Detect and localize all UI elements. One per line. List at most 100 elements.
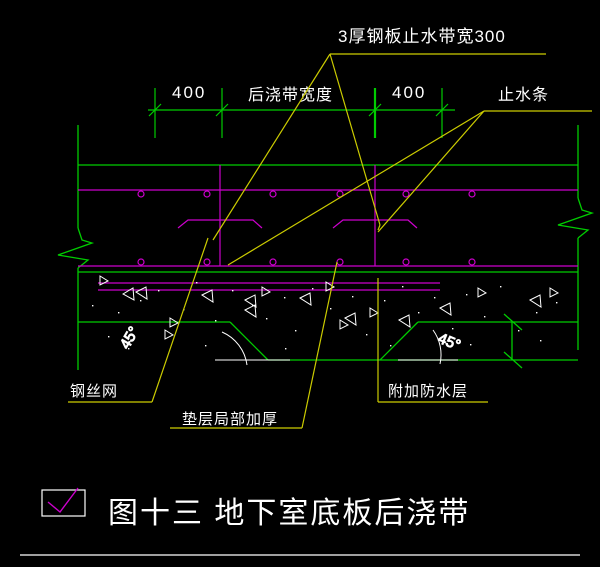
rebar-dot [402, 190, 410, 198]
hatch-triangle [528, 294, 542, 308]
speckle [470, 344, 472, 346]
figure-title: 图十三 地下室底板后浇带 [108, 497, 470, 530]
speckle [402, 286, 404, 288]
speckle [434, 297, 436, 299]
cushion-slope-right [379, 321, 419, 361]
speckle [518, 330, 520, 332]
angle-arc-right [432, 329, 442, 365]
dimension-line-group [148, 88, 455, 138]
hatch-triangle [339, 319, 350, 330]
rebar-dot [269, 190, 277, 198]
label-waterstop-strip: 止水条 [498, 86, 549, 104]
speckle [140, 300, 142, 302]
hatch-triangle [121, 287, 135, 301]
speckle [295, 330, 297, 332]
dim-slash-4 [435, 103, 449, 117]
hatch-triangle [343, 312, 357, 326]
speckle [556, 302, 558, 304]
slab-structure-group [57, 125, 595, 370]
label-cushion-thicken: 垫层局部加厚 [182, 411, 278, 428]
speckle [484, 316, 486, 318]
hatch-triangle [99, 275, 110, 286]
hatch-triangle [243, 294, 257, 308]
rebar-dot [203, 190, 211, 198]
rebar-dot [468, 258, 476, 266]
checkmark-icon [47, 487, 79, 514]
speckle [390, 345, 392, 347]
rebar-dot [468, 190, 476, 198]
rebar-dot [402, 258, 410, 266]
speckle [452, 328, 454, 330]
speckle [352, 296, 354, 298]
speckle [366, 334, 368, 336]
dim-slash-3 [368, 103, 382, 117]
chair-bar-left [177, 219, 263, 229]
speckle [284, 297, 286, 299]
break-symbol-right [557, 197, 595, 239]
label-strip-width: 后浇带宽度 [248, 86, 333, 104]
speckle [196, 282, 198, 284]
speckle [215, 320, 217, 322]
hatch-triangle [298, 292, 312, 306]
speckle [128, 348, 130, 350]
title-checkbox-box[interactable] [41, 489, 86, 517]
speckle [252, 305, 254, 307]
thickness-slash-top [503, 313, 523, 331]
angle-annotation-right: 45° [398, 329, 463, 365]
rebar-dot [137, 258, 145, 266]
hatch-triangle [325, 281, 336, 292]
speckle [312, 288, 314, 290]
leader-waterstop-plate-tip [377, 224, 381, 231]
angle-arc-left [221, 331, 248, 366]
break-symbol-left [57, 227, 95, 269]
speckle [266, 318, 268, 320]
dimension-label-left: 400 [172, 83, 206, 102]
cushion-slope-left [229, 321, 269, 361]
title-block-group: 图十三 地下室底板后浇带 [20, 487, 580, 556]
speckle [536, 312, 538, 314]
speckle [466, 294, 468, 296]
hatch-triangle [134, 286, 148, 300]
rebar-dot [269, 258, 277, 266]
leader-lines-group [68, 53, 592, 429]
label-wire-mesh: 钢丝网 [70, 383, 118, 400]
hatch-triangle [477, 287, 488, 298]
speckle [540, 340, 542, 342]
leader-wire-mesh-diag [151, 237, 209, 403]
speckle [92, 305, 94, 307]
rebar-group [78, 165, 578, 291]
angle-annotation-left: 45° [116, 323, 290, 366]
hatch-triangle [397, 314, 411, 328]
speckle [330, 308, 332, 310]
speckle [418, 312, 420, 314]
hatch-triangle [243, 304, 257, 318]
hatch-triangle [438, 302, 452, 316]
hatch-triangle [200, 289, 214, 303]
dim-slash-1 [148, 103, 162, 117]
leader-cushion-diag [301, 261, 338, 429]
concrete-speckle-group [92, 282, 558, 350]
speckle [118, 312, 120, 314]
leader-waterstop-plate-left [212, 53, 331, 241]
label-waterstop-plate: 3厚钢板止水带宽300 [338, 27, 506, 46]
speckle [158, 290, 160, 292]
rebar-dot [137, 190, 145, 198]
hatch-triangle [549, 287, 560, 298]
rebar-dot [203, 258, 211, 266]
leader-waterstop-strip-b [377, 110, 485, 233]
hatch-triangle [261, 286, 272, 297]
hatch-triangle [164, 329, 175, 340]
speckle [500, 286, 502, 288]
speckle [108, 336, 110, 338]
speckle [205, 345, 207, 347]
angle-label-right: 45° [436, 330, 463, 354]
rebar-dot [336, 258, 344, 266]
dimension-label-right: 400 [392, 83, 426, 102]
angle-label-left: 45° [117, 324, 143, 352]
leader-waterstop-strip-a [227, 110, 485, 266]
hatch-triangle [369, 307, 380, 318]
hatch-triangle [169, 317, 180, 328]
thickness-slash-bottom [503, 351, 523, 369]
